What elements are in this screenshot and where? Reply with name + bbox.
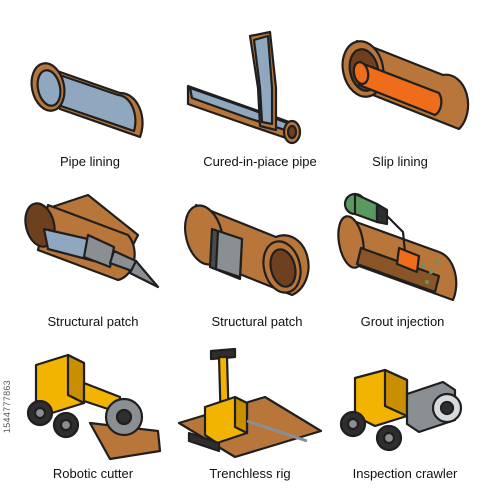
robotic-cutter-icon — [26, 353, 162, 461]
stock-id-text: 1544777863 — [2, 380, 12, 434]
grout-injection-icon — [337, 192, 458, 302]
structural-patch-sleeve-icon — [183, 203, 310, 297]
inspection-crawler-icon — [339, 368, 463, 452]
tile-label: Grout injection — [360, 314, 445, 329]
structural-patch-tool-icon — [24, 193, 160, 289]
tile-label: Slip lining — [372, 154, 428, 169]
slip-lining-icon — [341, 39, 470, 131]
tile-label: Trenchless rig — [209, 466, 291, 481]
pipe-lining-icon — [30, 62, 144, 139]
cured-in-place-pipe-icon — [186, 30, 302, 145]
tile-label: Structural patch — [47, 314, 139, 329]
tile-label: Cured-in-piace pipe — [203, 154, 317, 169]
tile-label: Structural patch — [211, 314, 303, 329]
trenchless-rig-icon — [177, 347, 323, 459]
tile-label: Pipe lining — [60, 154, 120, 169]
tile-label: Inspection crawler — [352, 466, 458, 481]
tile-label: Robotic cutter — [52, 466, 134, 481]
